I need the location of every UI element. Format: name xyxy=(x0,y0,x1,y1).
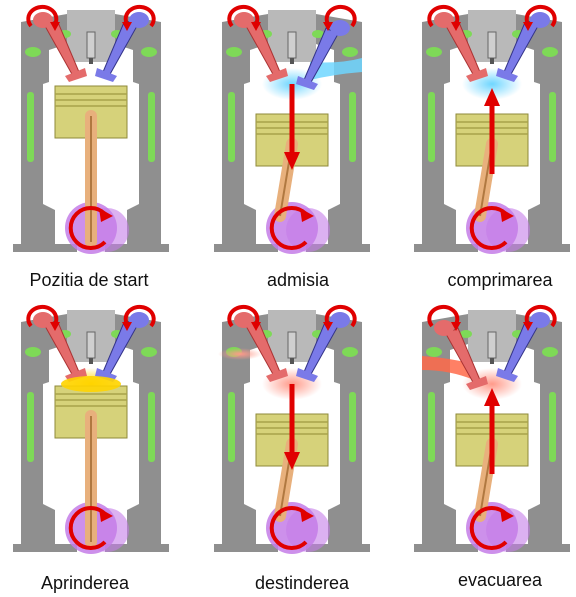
intake-cam xyxy=(434,320,454,336)
coolant-channel xyxy=(27,92,34,162)
intake-cam xyxy=(234,12,254,28)
engine-illustration xyxy=(13,4,169,254)
cam-rotation-arrow xyxy=(227,4,261,31)
engine-illustration xyxy=(214,4,370,254)
piston-motion-arrow xyxy=(284,384,300,470)
cam-rotation-arrow xyxy=(427,4,461,31)
exhaust-cam xyxy=(530,12,550,28)
coolant-channel xyxy=(148,92,155,162)
coolant-channel xyxy=(228,92,235,162)
stroke-panel-start xyxy=(4,4,184,254)
coolant-channel xyxy=(549,392,556,462)
piston-motion-arrow xyxy=(484,88,500,174)
cam-rotation-arrow xyxy=(323,4,357,31)
coolant-channel xyxy=(349,92,356,162)
cam-rotation-arrow xyxy=(427,304,461,331)
piston-motion-arrow xyxy=(284,84,300,170)
exhaust-valve xyxy=(496,12,550,82)
stroke-caption: Pozitia de start xyxy=(29,270,149,290)
exhaust-cam xyxy=(129,312,149,328)
spark-plug xyxy=(287,31,297,59)
crank-rotation-arrow xyxy=(269,206,314,250)
spark-plug xyxy=(487,31,497,59)
stroke-caption: admisia xyxy=(266,270,330,290)
coolant-channel xyxy=(228,392,235,462)
intake-valve xyxy=(434,320,488,390)
cam-rotation-arrow xyxy=(26,304,60,331)
stroke-panel-intake xyxy=(205,4,385,254)
cam-rotation-arrow xyxy=(122,304,156,331)
spark-plug xyxy=(287,331,297,359)
cam-rotation-arrow xyxy=(523,4,557,31)
coolant-channel xyxy=(428,92,435,162)
stroke-caption: Aprinderea xyxy=(40,573,130,593)
intake-cam xyxy=(33,12,53,28)
exhaust-cam xyxy=(330,20,350,36)
coolant-channel xyxy=(428,392,435,462)
crank-rotation-arrow xyxy=(469,206,514,250)
spark-plug xyxy=(487,331,497,359)
intake-cam xyxy=(434,12,454,28)
crank-rotation-arrow xyxy=(68,206,113,250)
stroke-caption: destinderea xyxy=(254,573,350,593)
intake-valve xyxy=(234,12,288,82)
stroke-panel-ignition xyxy=(4,304,184,554)
engine-illustration xyxy=(414,304,570,554)
coolant-channel xyxy=(549,92,556,162)
cam-rotation-arrow xyxy=(323,304,357,331)
intake-valve xyxy=(234,312,288,382)
cam-rotation-arrow xyxy=(122,4,156,31)
engine-illustration xyxy=(414,4,570,254)
stroke-panel-exhaust xyxy=(405,304,576,554)
cam-rotation-arrow xyxy=(523,304,557,331)
crank-rotation-arrow xyxy=(269,506,314,550)
spark-plug xyxy=(86,31,96,59)
coolant-channel xyxy=(349,392,356,462)
engine-illustration xyxy=(214,304,370,554)
cam-rotation-arrow xyxy=(227,304,261,331)
stroke-caption: comprimarea xyxy=(447,270,553,290)
exhaust-valve xyxy=(296,20,350,90)
engine-illustration xyxy=(13,304,169,554)
stroke-panel-power xyxy=(205,304,385,554)
exhaust-valve xyxy=(95,312,149,382)
stroke-panel-compression xyxy=(405,4,576,254)
crank-rotation-arrow xyxy=(68,506,113,550)
coolant-channel xyxy=(148,392,155,462)
exhaust-cam xyxy=(330,312,350,328)
coolant-channel xyxy=(27,392,34,462)
intake-cam xyxy=(234,312,254,328)
intake-cam xyxy=(33,312,53,328)
cam-rotation-arrow xyxy=(26,4,60,31)
crank-rotation-arrow xyxy=(469,506,514,550)
stroke-caption: evacuarea xyxy=(457,570,543,590)
exhaust-cam xyxy=(530,312,550,328)
piston-motion-arrow xyxy=(484,388,500,474)
spark-plug xyxy=(86,331,96,359)
exhaust-cam xyxy=(129,12,149,28)
